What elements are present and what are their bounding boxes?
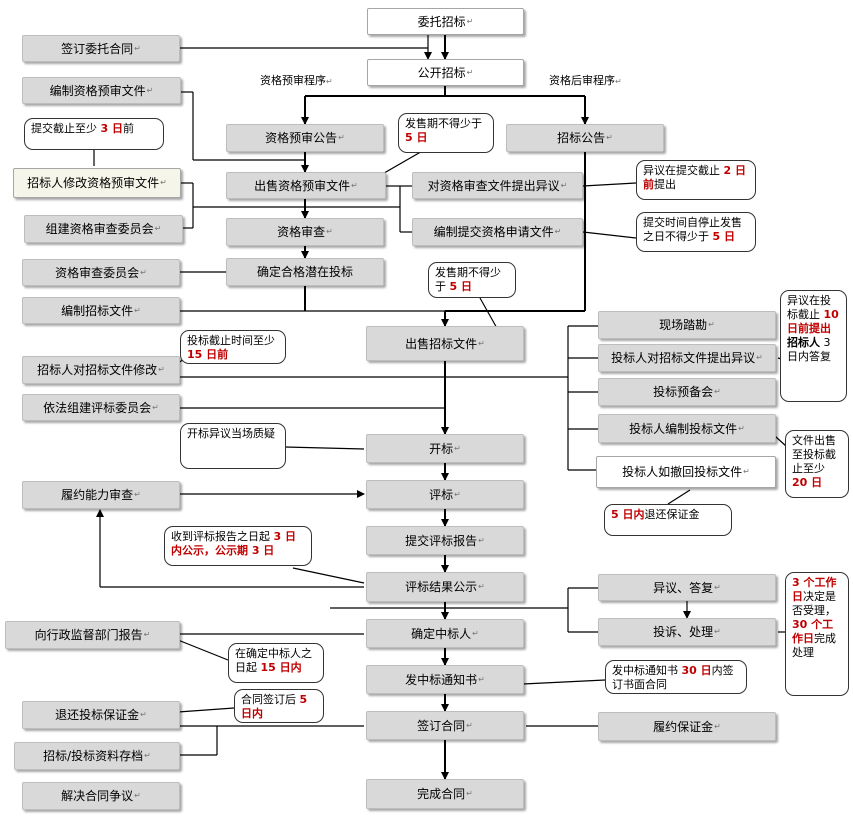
archive-box: 招标/投标资料存档↵ — [14, 742, 180, 770]
note-sale-period-1: 发售期不得少于 5 日 — [398, 113, 494, 153]
prep-bid-doc-box: 投标人编制投标文件↵ — [598, 414, 776, 443]
open-bid-box: 开标↵ — [366, 434, 524, 463]
evaluate-box: 评标↵ — [366, 480, 524, 509]
complaint-box: 投诉、处理↵ — [598, 618, 776, 646]
objection-pre-doc-box: 对资格审查文件提出异议↵ — [412, 172, 583, 199]
report-admin-box: 向行政监督部门报告↵ — [5, 621, 180, 649]
note-submit-deadline: 提交截止至少 3 日前 — [24, 118, 164, 150]
note-opening-objection: 开标异议当场质疑 — [180, 423, 286, 469]
note-objection-10days: 异议在投标截止 10 日前提出招标人 3 日内答复 — [780, 290, 847, 402]
sell-tender-doc-box: 出售招标文件↵ — [366, 326, 524, 361]
note-submit-time: 提交时间自停止发售之日不得少于 5 日 — [636, 212, 756, 252]
performance-deposit-box: 履约保证金↵ — [598, 712, 776, 741]
form-pre-committee-box: 组建资格审查委员会↵ — [24, 215, 183, 243]
site-visit-box: 现场踏勘↵ — [598, 311, 776, 339]
pre-procedure-label: 资格预审程序↵ — [260, 74, 333, 87]
preannounce-box: 资格预审公告↵ — [226, 124, 384, 152]
performance-review-box: 履约能力审查↵ — [22, 481, 180, 509]
note-complaint-handling: 3 个工作日决定是否受理，30 个工作日完成处理 — [785, 572, 849, 696]
sell-pre-doc-box: 出售资格预审文件↵ — [226, 172, 386, 199]
prequal-review-box: 资格审查↵ — [226, 218, 384, 246]
prep-application-box: 编制提交资格申请文件↵ — [412, 218, 583, 246]
prebid-meeting-box: 投标预备会↵ — [598, 378, 776, 406]
note-bid-deadline: 投标截止时间至少 15 日前 — [180, 330, 286, 364]
sign-entrust-box: 签订委托合同↵ — [22, 35, 180, 62]
prep-tender-doc-box: 编制招标文件↵ — [22, 297, 180, 324]
tender-announce-box: 招标公告↵ — [506, 124, 664, 152]
publicity-box: 评标结果公示↵ — [366, 572, 524, 602]
note-sale-to-deadline: 文件出售至投标截止至少 20 日 — [785, 430, 849, 498]
public-bid-box: 公开招标↵ — [367, 59, 524, 86]
note-objection-2days: 异议在提交截止 2 日前提出 — [636, 160, 756, 200]
confirm-bidders-box: 确定合格潜在投标 — [226, 258, 384, 286]
refund-deposit-box: 退还投标保证金↵ — [22, 701, 180, 729]
pre-committee-box: 资格审查委员会↵ — [22, 259, 180, 286]
note-refund-5days: 5 日内退还保证金 — [604, 504, 732, 536]
objection-reply-box: 异议、答复↵ — [598, 574, 776, 601]
issue-notice-box: 发中标通知书↵ — [366, 665, 524, 694]
note-report-15days: 在确定中标人之日起 15 日内 — [228, 643, 324, 683]
submit-report-box: 提交评标报告↵ — [366, 526, 524, 555]
note-sale-period-2: 发售期不得少于 5 日 — [428, 262, 516, 298]
complete-contract-box: 完成合同↵ — [366, 779, 524, 809]
note-publicity-period: 收到评标报告之日起 3 日内公示，公示期 3 日 — [164, 526, 312, 566]
entrust-box: 委托招标↵ — [367, 8, 524, 35]
note-contract-5days: 合同签订后 5 日内 — [234, 689, 324, 723]
resolve-dispute-box: 解决合同争议↵ — [22, 782, 180, 810]
form-eval-committee-box: 依法组建评标委员会↵ — [22, 394, 180, 421]
post-procedure-label: 资格后审程序↵ — [549, 74, 622, 87]
modify-tender-doc-box: 招标人对招标文件修改↵ — [22, 356, 180, 384]
modify-pre-doc-box: 招标人修改资格预审文件↵ — [13, 168, 181, 198]
withdraw-bid-box: 投标人如撤回投标文件↵ — [596, 456, 776, 488]
prep-pre-doc-box: 编制资格预审文件↵ — [22, 77, 181, 104]
bidder-objection-box: 投标人对招标文件提出异议↵ — [598, 344, 776, 372]
confirm-winner-box: 确定中标人↵ — [366, 619, 524, 648]
note-notice-30days: 发中标通知书 30 日内签订书面合同 — [605, 660, 747, 694]
sign-contract-box: 签订合同↵ — [366, 711, 524, 740]
